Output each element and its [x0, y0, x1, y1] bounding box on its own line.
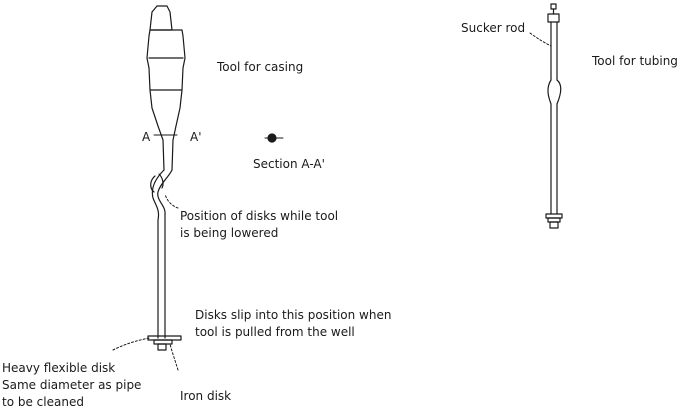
tubing-tool-rod-upper [550, 21, 558, 81]
label-tool-for-casing: Tool for casing [217, 59, 303, 76]
leader-heavy-disk [112, 337, 151, 351]
casing-tool-top-cap [149, 5, 173, 31]
leader-disks-lowered [164, 193, 179, 209]
label-a-text: A [142, 130, 151, 144]
label-heavy-disk: Heavy flexible disk Same diameter as pip… [2, 360, 141, 411]
label-sucker-rod: Sucker rod [461, 20, 525, 37]
tubing-tool-rod-lower [550, 103, 558, 215]
label-iron-disk: Iron disk [180, 388, 231, 405]
casing-tool-body [146, 29, 186, 91]
label-disks-slip-line1: Disks slip into this position when [195, 308, 392, 322]
label-heavy-disk-line3: to be cleaned [2, 395, 84, 409]
label-tool-for-tubing-text: Tool for tubing [592, 54, 678, 68]
tubing-tool-bend [547, 79, 562, 105]
casing-tool-taper [149, 89, 183, 171]
label-sucker-rod-text: Sucker rod [461, 21, 526, 35]
label-section: Section A-A' [253, 156, 325, 173]
label-disks-lowered-line1: Position of disks while tool [180, 209, 339, 223]
label-disks-lowered: Position of disks while tool is being lo… [180, 208, 338, 242]
label-heavy-disk-line2: Same diameter as pipe [2, 378, 142, 392]
casing-tool [146, 5, 186, 351]
casing-tool-spring [151, 169, 173, 339]
section-symbol [264, 133, 284, 143]
tubing-tool [545, 3, 563, 229]
label-tool-for-casing-text: Tool for casing [217, 60, 304, 74]
leader-sucker-rod [529, 32, 552, 47]
label-heavy-disk-line1: Heavy flexible disk [2, 361, 116, 375]
label-section-text: Section A-A' [253, 157, 325, 171]
label-disks-lowered-line2: is being lowered [180, 226, 279, 240]
label-disks-slip: Disks slip into this position when tool … [195, 307, 391, 341]
label-iron-disk-text: Iron disk [180, 389, 232, 403]
leader-iron-disk [169, 343, 179, 371]
label-disks-slip-line2: tool is pulled from the well [195, 325, 355, 339]
lowered-disk-hook [150, 173, 164, 193]
label-a-prime: A' [190, 129, 202, 146]
bottom-nut [157, 343, 167, 351]
label-a-prime-text: A' [190, 130, 202, 144]
label-a: A [142, 129, 150, 146]
label-tool-for-tubing: Tool for tubing [592, 53, 678, 70]
